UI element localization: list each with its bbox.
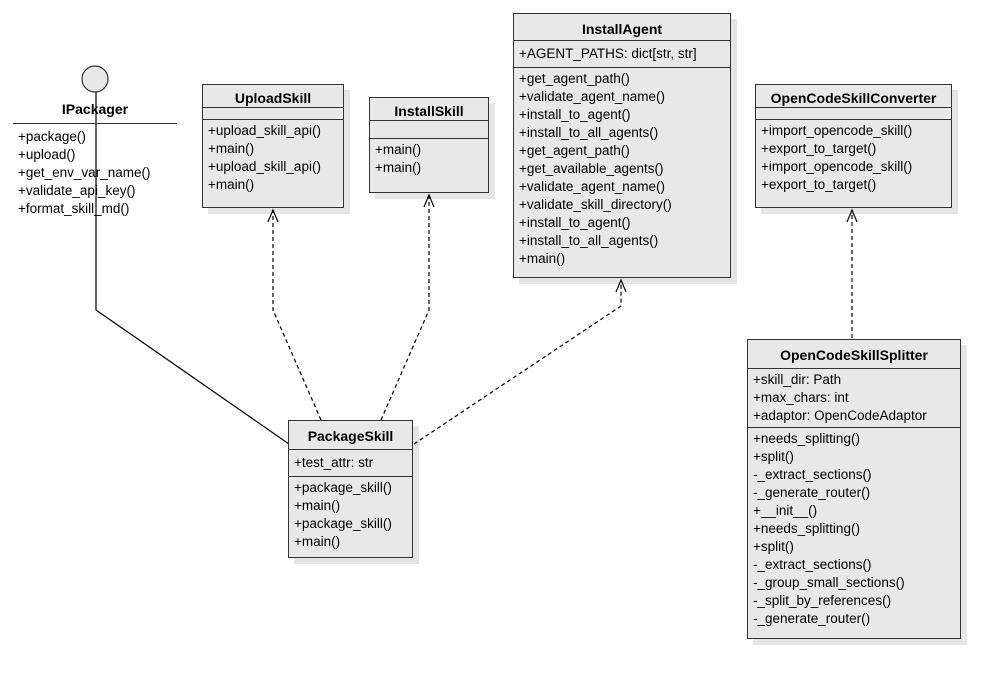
operation: -_split_by_references() xyxy=(753,593,892,608)
operations-section: +needs_splitting() +split() -_extract_se… xyxy=(748,428,960,630)
operation: +upload_skill_api() xyxy=(208,123,321,138)
operation: +validate_agent_name() xyxy=(519,179,665,194)
operation: +split() xyxy=(753,539,794,554)
operation: +needs_splitting() xyxy=(753,521,860,536)
operation: +main() xyxy=(519,251,566,266)
class-packageskill: PackageSkill +test_attr: str +package_sk… xyxy=(288,420,413,558)
operation: -_generate_router() xyxy=(753,485,871,500)
operation: +get_available_agents() xyxy=(519,161,664,176)
operation: +install_to_all_agents() xyxy=(519,233,659,248)
operation: +import_opencode_skill() xyxy=(761,159,913,174)
attributes-section: +AGENT_PATHS: dict[str, str] xyxy=(514,41,730,68)
operation: +main() xyxy=(294,498,341,513)
attributes-section xyxy=(370,121,488,139)
class-name: OpenCodeSkillSplitter xyxy=(748,340,960,369)
dependency-line-installskill xyxy=(380,195,430,421)
operation: +upload_skill_api() xyxy=(208,159,321,174)
class-name: OpenCodeSkillConverter xyxy=(756,85,951,108)
operation: +validate_skill_directory() xyxy=(519,197,672,212)
operation: +export_to_target() xyxy=(761,177,877,192)
interface-lollipop-icon xyxy=(81,65,109,93)
operation: +validate_api_key() xyxy=(18,183,136,198)
operation: -_extract_sections() xyxy=(753,467,872,482)
attribute: +test_attr: str xyxy=(294,455,374,470)
attribute: +skill_dir: Path xyxy=(753,372,842,387)
operation: +needs_splitting() xyxy=(753,431,860,446)
operation: +upload() xyxy=(18,147,76,162)
operation: +main() xyxy=(208,177,255,192)
operations-section: +get_agent_path() +validate_agent_name()… xyxy=(514,68,730,270)
class-opencodeskillconverter: OpenCodeSkillConverter +import_opencode_… xyxy=(755,84,952,208)
attributes-section: +skill_dir: Path +max_chars: int +adapto… xyxy=(748,369,960,428)
operation: +main() xyxy=(375,142,422,157)
operation: -_group_small_sections() xyxy=(753,575,905,590)
operation: +main() xyxy=(294,534,341,549)
class-name: PackageSkill xyxy=(289,421,412,450)
class-opencodeskillsplitter: OpenCodeSkillSplitter +skill_dir: Path +… xyxy=(747,339,961,639)
class-installskill: InstallSkill +main() +main() xyxy=(369,97,489,193)
operation: +install_to_agent() xyxy=(519,107,631,122)
operation: +export_to_target() xyxy=(761,141,877,156)
attributes-section xyxy=(756,108,951,120)
operation: +install_to_agent() xyxy=(519,215,631,230)
operation: +package_skill() xyxy=(294,516,392,531)
class-installagent: InstallAgent +AGENT_PATHS: dict[str, str… xyxy=(513,13,731,278)
attribute: +adaptor: OpenCodeAdaptor xyxy=(753,408,927,423)
dependency-line-uploadskill xyxy=(272,210,322,421)
ipackager-title: IPackager xyxy=(61,101,129,117)
operation: +split() xyxy=(753,449,794,464)
operation: -_extract_sections() xyxy=(753,557,872,572)
class-name: UploadSkill xyxy=(203,85,343,108)
dependency-line-installagent xyxy=(413,280,622,445)
operation: +import_opencode_skill() xyxy=(761,123,913,138)
class-name: InstallSkill xyxy=(370,98,488,121)
operation: +get_agent_path() xyxy=(519,143,630,158)
operation: +get_agent_path() xyxy=(519,71,630,86)
operation: +__init__() xyxy=(753,503,818,518)
attributes-section xyxy=(203,108,343,120)
operation: -_generate_router() xyxy=(753,611,871,626)
class-name: InstallAgent xyxy=(514,14,730,41)
arrowhead-installagent-icon xyxy=(615,278,627,293)
attribute: +max_chars: int xyxy=(753,390,849,405)
class-uploadskill: UploadSkill +upload_skill_api() +main() … xyxy=(202,84,344,208)
operation: +get_env_var_name() xyxy=(18,165,151,180)
operation: +install_to_all_agents() xyxy=(519,125,659,140)
operations-section: +main() +main() xyxy=(370,139,488,179)
ipackager-operations: +package() +upload() +get_env_var_name()… xyxy=(18,128,150,218)
ipackager-divider xyxy=(13,123,177,124)
operations-section: +import_opencode_skill() +export_to_targ… xyxy=(756,120,951,196)
operation: +main() xyxy=(208,141,255,156)
operation: +package_skill() xyxy=(294,480,392,495)
attributes-section: +test_attr: str xyxy=(289,450,412,477)
operation: +validate_agent_name() xyxy=(519,89,665,104)
arrowhead-uploadskill-icon xyxy=(267,208,279,223)
arrowhead-converter-icon xyxy=(846,208,858,223)
operations-section: +upload_skill_api() +main() +upload_skil… xyxy=(203,120,343,196)
attribute: +AGENT_PATHS: dict[str, str] xyxy=(519,46,697,61)
operation: +package() xyxy=(18,129,86,144)
operation: +main() xyxy=(375,160,422,175)
arrowhead-installskill-icon xyxy=(423,193,435,208)
realization-line-ipackager xyxy=(95,88,290,445)
operation: +format_skill_md() xyxy=(18,201,130,216)
operations-section: +package_skill() +main() +package_skill(… xyxy=(289,477,412,553)
